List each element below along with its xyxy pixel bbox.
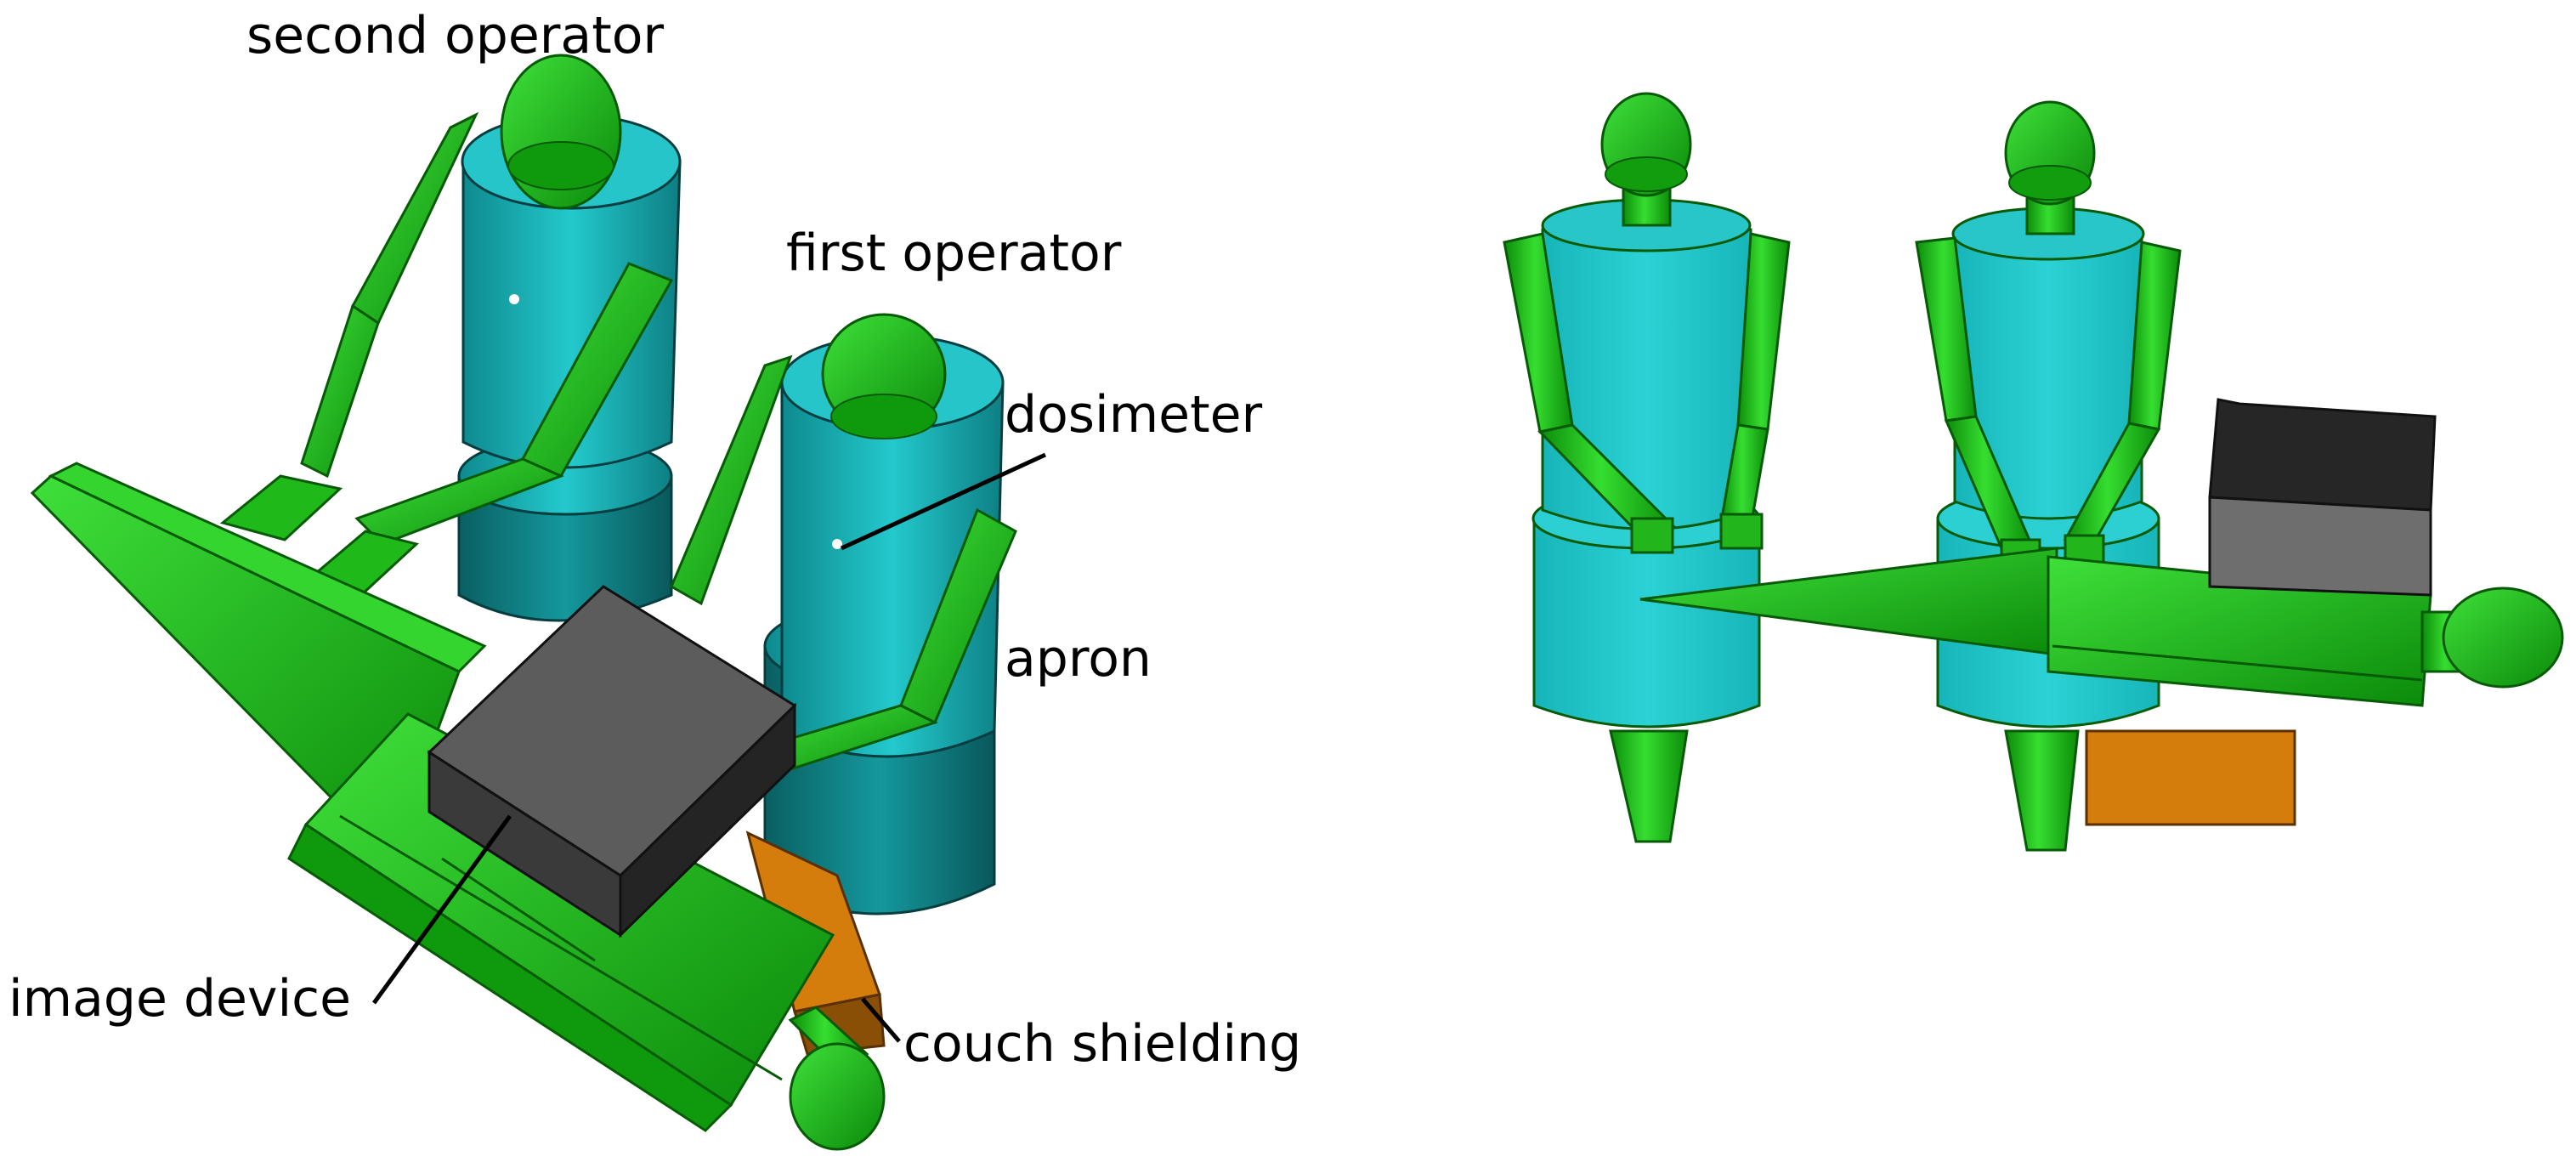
image-device-right (2208, 398, 2437, 597)
second-operator-dosimeter (509, 294, 519, 304)
first-operator-dosimeter (832, 539, 842, 549)
label-couch-shielding: couch shielding (903, 1014, 1301, 1074)
second-operator-phantom (219, 54, 682, 622)
label-first-operator: first operator (786, 224, 1122, 283)
label-apron: apron (1005, 629, 1152, 689)
first-operator-phantom (670, 313, 1017, 915)
label-second-operator: second operator (246, 6, 664, 65)
patient-phantom-right (1639, 547, 2564, 707)
image-device-left (427, 585, 797, 938)
couch-shielding-leader-line (861, 997, 901, 1043)
operator-a-front (1503, 92, 1791, 843)
couch-shielding-right (2085, 729, 2296, 826)
label-image-device: image device (8, 969, 351, 1029)
label-dosimeter: dosimeter (1005, 385, 1263, 445)
left-view-isometric: second operator first operator dosimeter… (8, 6, 1301, 1151)
right-view-front (1503, 92, 2564, 852)
image-device-leader-line (371, 814, 512, 1005)
dosimeter-leader-line (840, 452, 1047, 551)
